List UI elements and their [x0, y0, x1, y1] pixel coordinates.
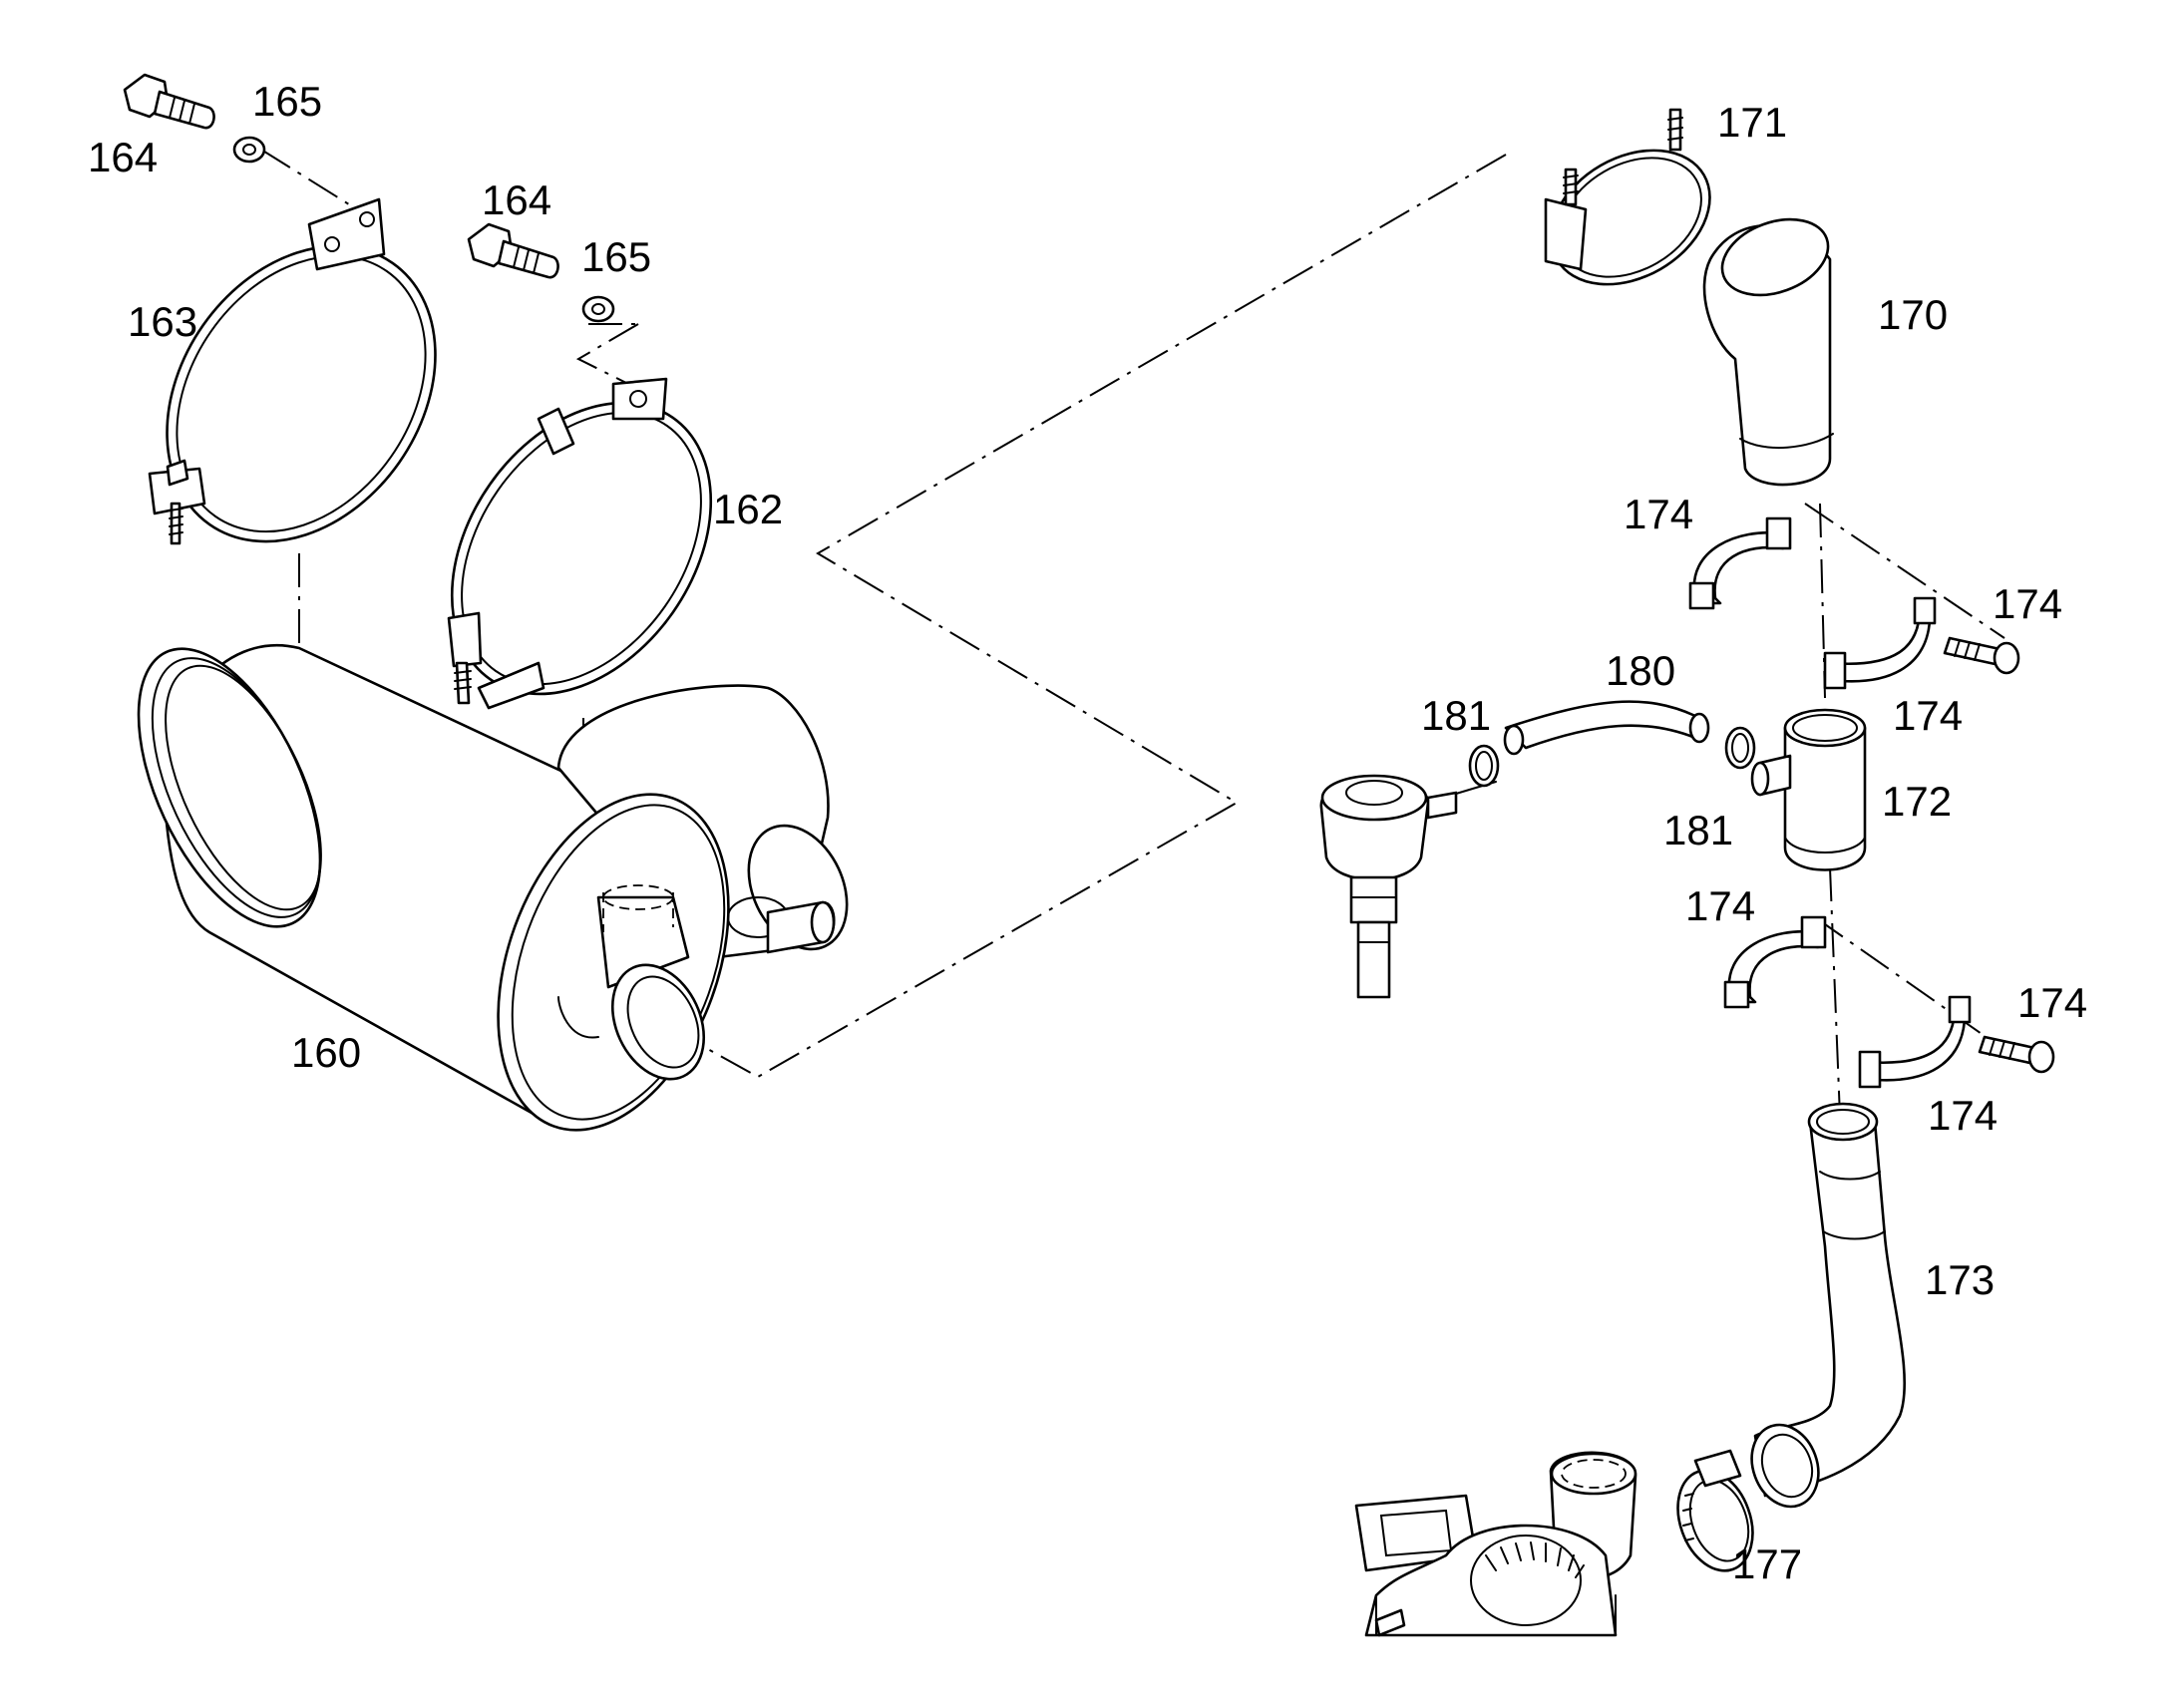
bracket-174-lower-right [1858, 995, 1972, 1089]
callout-174-a: 174 [1624, 491, 1693, 537]
bracket-174-lower-left [1723, 915, 1827, 1009]
elbow-hose-173 [1750, 1102, 1907, 1509]
callout-165-top: 165 [252, 78, 322, 125]
callout-181-left: 181 [1421, 692, 1491, 739]
bolt-174-lower [1978, 1035, 2055, 1074]
hose-clamp-181-right [1724, 726, 1756, 770]
band-clamp-162 [447, 377, 713, 710]
bracket-174-upper-left [1688, 516, 1792, 610]
callout-180: 180 [1606, 647, 1675, 694]
breather-hose-180 [1503, 700, 1710, 756]
turbocharger [1354, 1451, 1637, 1637]
callout-174-b: 174 [1993, 580, 2062, 627]
breather-valve [1319, 774, 1458, 999]
callout-174-c: 174 [1893, 692, 1963, 739]
band-clamp-163 [148, 197, 437, 545]
callout-174-e: 174 [2017, 979, 2087, 1026]
bolt-164-top [123, 73, 215, 130]
tee-connector-172 [1750, 708, 1867, 871]
elbow-hose-170 [1702, 217, 1834, 487]
air-filter-housing [137, 644, 849, 1132]
callout-164-top: 164 [88, 134, 158, 180]
bracket-174-upper-right [1823, 596, 1937, 690]
hose-clamp-181-left [1468, 744, 1500, 788]
hose-clamp-177 [1676, 1449, 1754, 1572]
callout-174-f: 174 [1928, 1092, 1998, 1139]
hose-clamp-171 [1544, 108, 1711, 286]
callout-162: 162 [713, 486, 783, 532]
bolt-164-mid [467, 222, 559, 279]
assembly-leader-lines [260, 149, 2015, 1118]
washer-165-top [232, 136, 266, 164]
callout-160: 160 [291, 1029, 361, 1076]
callout-163: 163 [128, 298, 197, 345]
callout-165-mid: 165 [581, 233, 651, 280]
callout-173: 173 [1925, 1256, 1995, 1303]
callout-171: 171 [1717, 99, 1787, 146]
callout-172: 172 [1882, 778, 1952, 825]
callout-170: 170 [1878, 291, 1948, 338]
callout-labels: 164 165 163 164 165 162 160 171 170 174 … [88, 78, 2087, 1587]
washer-165-mid [581, 295, 615, 323]
callout-164-mid: 164 [482, 176, 551, 223]
callout-174-d: 174 [1685, 882, 1755, 929]
callout-181-right: 181 [1663, 807, 1733, 854]
bolt-174-upper [1943, 636, 2020, 675]
callout-177: 177 [1732, 1540, 1802, 1587]
